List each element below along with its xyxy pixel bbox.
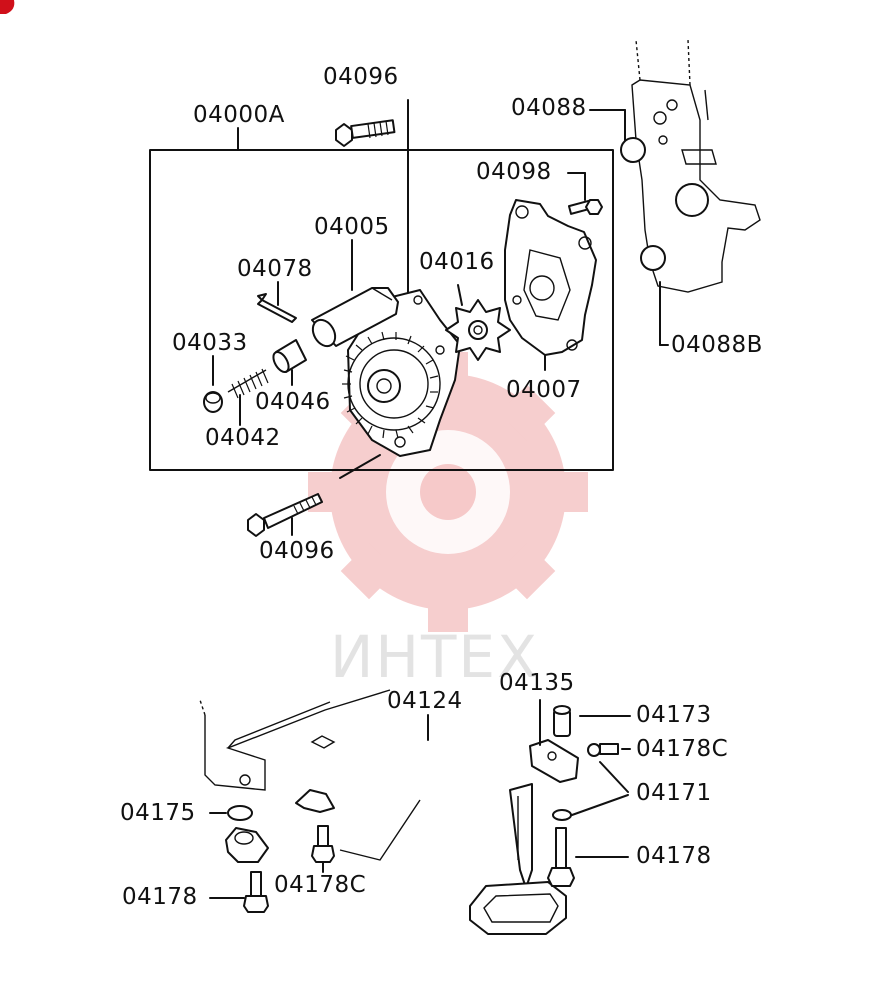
callout-04173: 04173 bbox=[636, 702, 712, 728]
callout-04098: 04098 bbox=[476, 159, 552, 185]
watermark-text: ИНТЕХ bbox=[330, 623, 539, 691]
callout-04178C-left: 04178C bbox=[274, 872, 367, 898]
callout-04005: 04005 bbox=[314, 214, 390, 240]
assembly-box bbox=[149, 149, 614, 471]
cover-04007 bbox=[504, 199, 597, 356]
bolt-04178C-right bbox=[587, 743, 631, 757]
pin-04078 bbox=[257, 293, 297, 323]
callout-04175: 04175 bbox=[120, 800, 196, 826]
callout-04124: 04124 bbox=[387, 688, 463, 714]
callout-04088: 04088 bbox=[511, 95, 587, 121]
washer-04171 bbox=[552, 761, 629, 821]
plug-04033 bbox=[203, 391, 223, 413]
callout-04178C-right: 04178C bbox=[636, 736, 729, 762]
callout-04033: 04033 bbox=[172, 330, 248, 356]
callout-04000A: 04000A bbox=[193, 102, 285, 128]
callout-04096-top: 04096 bbox=[323, 64, 399, 90]
callout-04078: 04078 bbox=[237, 256, 313, 282]
bolt-04096-bottom bbox=[247, 493, 323, 537]
pipe-flange-04175 bbox=[225, 827, 269, 863]
corner-mark-icon bbox=[0, 0, 15, 14]
callout-04016: 04016 bbox=[419, 249, 495, 275]
relief-valve-sleeve bbox=[311, 287, 399, 348]
bolt-04096-top bbox=[335, 119, 396, 147]
collar-04173 bbox=[553, 705, 631, 737]
oil-pipe-04124 bbox=[248, 714, 526, 861]
callout-04096-bottom: 04096 bbox=[259, 538, 335, 564]
oil-strainer bbox=[469, 783, 567, 935]
callout-04178-left: 04178 bbox=[122, 884, 198, 910]
callout-04007: 04007 bbox=[506, 377, 582, 403]
callout-04178-right: 04178 bbox=[636, 843, 712, 869]
bolt-04178-left bbox=[209, 871, 269, 913]
callout-04171: 04171 bbox=[636, 780, 712, 806]
bracket-04135 bbox=[529, 699, 579, 783]
engine-block-outline bbox=[620, 39, 761, 293]
bolt-04098 bbox=[567, 199, 603, 215]
bolt-04178C-left bbox=[311, 825, 335, 873]
plunger-04046 bbox=[272, 339, 307, 373]
spring-04042 bbox=[227, 368, 269, 399]
rotor-04016 bbox=[445, 299, 511, 361]
pump-body bbox=[342, 289, 461, 457]
callout-04088B: 04088B bbox=[671, 332, 763, 358]
callout-04135: 04135 bbox=[499, 670, 575, 696]
bolt-04178-right bbox=[547, 827, 629, 887]
callout-04042: 04042 bbox=[205, 425, 281, 451]
oring-04175 bbox=[209, 805, 253, 821]
callout-04046: 04046 bbox=[255, 389, 331, 415]
oil-pan-flange bbox=[199, 689, 391, 791]
